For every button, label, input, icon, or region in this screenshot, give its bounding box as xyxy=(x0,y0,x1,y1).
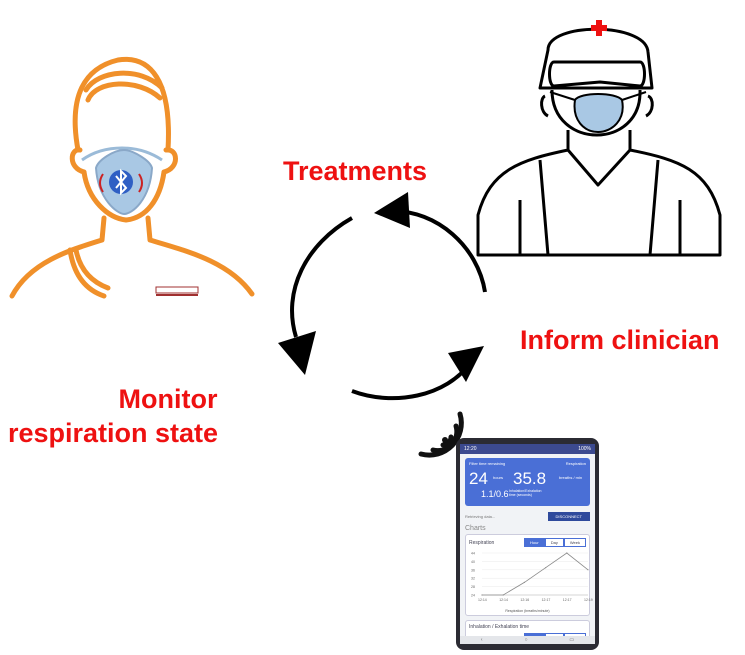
monitor-label-line2: respiration state xyxy=(8,418,219,448)
data-point xyxy=(481,594,483,596)
bluetooth-icon xyxy=(99,168,143,196)
data-point xyxy=(587,569,589,571)
back-icon[interactable]: ‹ xyxy=(480,637,483,643)
tab-hour[interactable]: Hour xyxy=(524,538,545,547)
cycle-arrows-icon xyxy=(290,208,487,401)
respiration-range-tabs: Hour Day Week xyxy=(524,538,586,547)
status-time: 12:20 xyxy=(464,446,477,452)
breaths-value: 35.8 xyxy=(513,469,547,488)
wireless-dot xyxy=(442,437,448,443)
monitor-label-line1: Monitor xyxy=(118,384,218,414)
respiration-chart-title: Respiration xyxy=(469,539,495,546)
inhalation-title: Inhalation / Exhalation time xyxy=(469,624,530,630)
series-line xyxy=(482,552,589,596)
phone-status-bar: 12:20 100% xyxy=(460,444,595,454)
recents-icon[interactable]: ▭ xyxy=(569,637,575,643)
x-tick-label: 12:14 xyxy=(499,598,508,602)
x-tick-label: 12:17 xyxy=(563,598,572,602)
charts-heading: Charts xyxy=(465,525,486,532)
x-tick-label: 12:17 xyxy=(542,598,551,602)
y-tick-label: 36 xyxy=(471,568,475,572)
status-battery: 100% xyxy=(578,446,591,452)
summary-card: Filter time remaining Respiration 24 hou… xyxy=(465,458,590,506)
breaths-unit: breaths / min xyxy=(559,475,583,480)
clinician-cross-icon xyxy=(591,20,607,36)
clinician-icon xyxy=(476,27,722,257)
monitor-label: Monitor respiration state xyxy=(8,382,218,450)
filter-label: Filter time remaining xyxy=(469,461,506,466)
treatments-label: Treatments xyxy=(283,156,428,186)
y-tick-label: 40 xyxy=(471,560,475,564)
y-tick-label: 24 xyxy=(471,594,475,598)
phone-app-icon: 12:20 100% Filter time remaining Respira… xyxy=(456,438,599,650)
clinician-mask-icon xyxy=(549,91,647,134)
logo-seal xyxy=(155,286,199,296)
x-tick-label: 12:19 xyxy=(584,598,593,602)
ratio-label: Inhalation/Exhalation time (seconds) xyxy=(509,489,542,497)
phone-nav-bar: ‹ ○ ▭ xyxy=(460,636,595,644)
retrieving-text: Retrieving data... xyxy=(465,514,496,519)
disconnect-button[interactable]: DISCONNECT xyxy=(547,512,590,521)
hours-unit: hours xyxy=(493,475,504,480)
chart-legend: Respiration (breaths/minute) xyxy=(505,609,550,613)
tab-week[interactable]: Week xyxy=(563,538,586,547)
wireless-signal-icon xyxy=(418,411,464,458)
hours-value: 24 xyxy=(469,469,488,488)
arrow-head-left xyxy=(278,331,316,375)
data-point xyxy=(502,594,504,596)
connection-row: Retrieving data... DISCONNECT xyxy=(460,510,595,523)
x-tick-label: 12:14 xyxy=(478,598,487,602)
data-point xyxy=(545,567,547,569)
y-tick-label: 32 xyxy=(471,577,475,581)
y-tick-label: 44 xyxy=(471,552,475,556)
tab-day[interactable]: Day xyxy=(544,538,564,547)
ratio-value: 1.1/0.6 xyxy=(481,489,509,499)
data-point xyxy=(566,552,568,554)
home-icon[interactable]: ○ xyxy=(524,637,528,643)
x-tick-label: 12:16 xyxy=(520,598,529,602)
arrow-head-top xyxy=(374,192,410,228)
inform-clinician-label: Inform clinician xyxy=(520,325,720,355)
respiration-label: Respiration xyxy=(565,461,586,466)
y-tick-label: 28 xyxy=(471,585,475,589)
arrow-head-right xyxy=(448,346,484,382)
phone-screen: 12:20 100% Filter time remaining Respira… xyxy=(460,444,595,644)
patient-icon xyxy=(9,56,255,299)
data-point xyxy=(523,581,525,583)
